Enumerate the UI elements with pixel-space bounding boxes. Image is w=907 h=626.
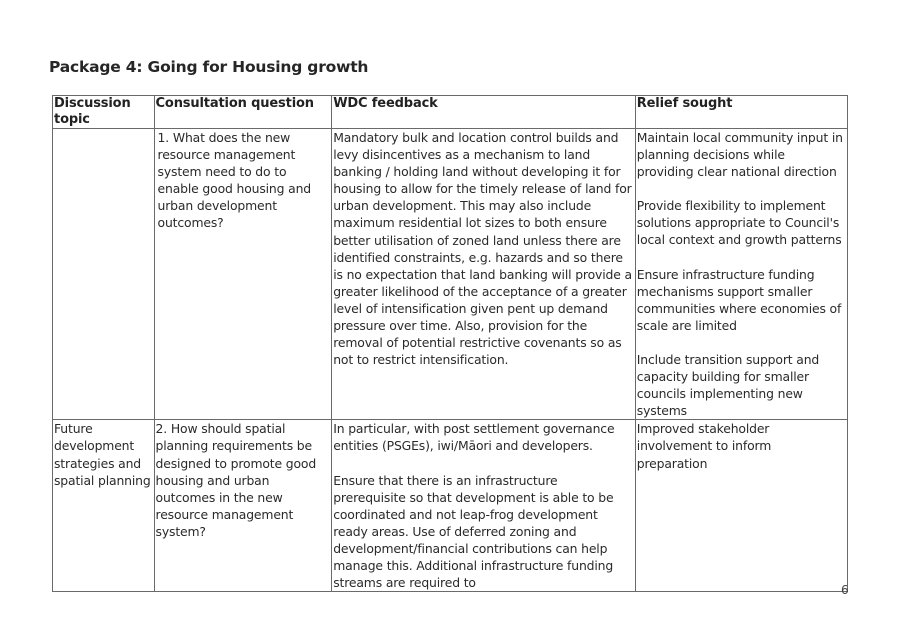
header-discussion-topic: Discussion topic	[52, 95, 155, 129]
table-row: Future development strategies and spatia…	[52, 419, 849, 593]
header-wdc-feedback: WDC feedback	[331, 95, 636, 129]
header-consultation-question: Consultation question	[153, 95, 333, 129]
relief-text: Include transition support and capacity …	[636, 351, 820, 419]
topic-cell	[52, 127, 155, 421]
consultation-table: Discussion topic Consultation question W…	[52, 95, 849, 593]
table-row: 1. What does the new resource management…	[52, 127, 849, 421]
relief-cell: Maintain local community input in planni…	[634, 127, 849, 421]
feedback-text: Mandatory bulk and location control buil…	[333, 130, 632, 368]
feedback-cell: Mandatory bulk and location control buil…	[331, 127, 636, 421]
page-title: Package 4: Going for Housing growth	[49, 58, 369, 76]
header-relief-sought: Relief sought	[634, 95, 849, 129]
relief-text: Maintain local community input in planni…	[636, 130, 843, 180]
topic-cell: Future development strategies and spatia…	[52, 419, 155, 593]
feedback-text: Ensure that there is an infrastructure p…	[333, 472, 614, 591]
question-text: 1. What does the new resource management…	[157, 130, 312, 231]
table-header-row: Discussion topic Consultation question W…	[52, 95, 849, 129]
question-cell: 2. How should spatial planning requireme…	[153, 419, 333, 593]
relief-text: Ensure infrastructure funding mechanisms…	[636, 266, 842, 333]
question-cell: 1. What does the new resource management…	[153, 127, 333, 421]
relief-text: Improved stakeholder involvement to info…	[636, 421, 772, 471]
feedback-cell: In particular, with post settlement gove…	[331, 419, 636, 593]
question-text: 2. How should spatial planning requireme…	[155, 421, 317, 539]
page-number: 6	[841, 583, 849, 597]
feedback-text: In particular, with post settlement gove…	[333, 421, 615, 454]
relief-text: Provide flexibility to implement solutio…	[636, 198, 842, 248]
relief-cell: Improved stakeholder involvement to info…	[634, 419, 849, 593]
